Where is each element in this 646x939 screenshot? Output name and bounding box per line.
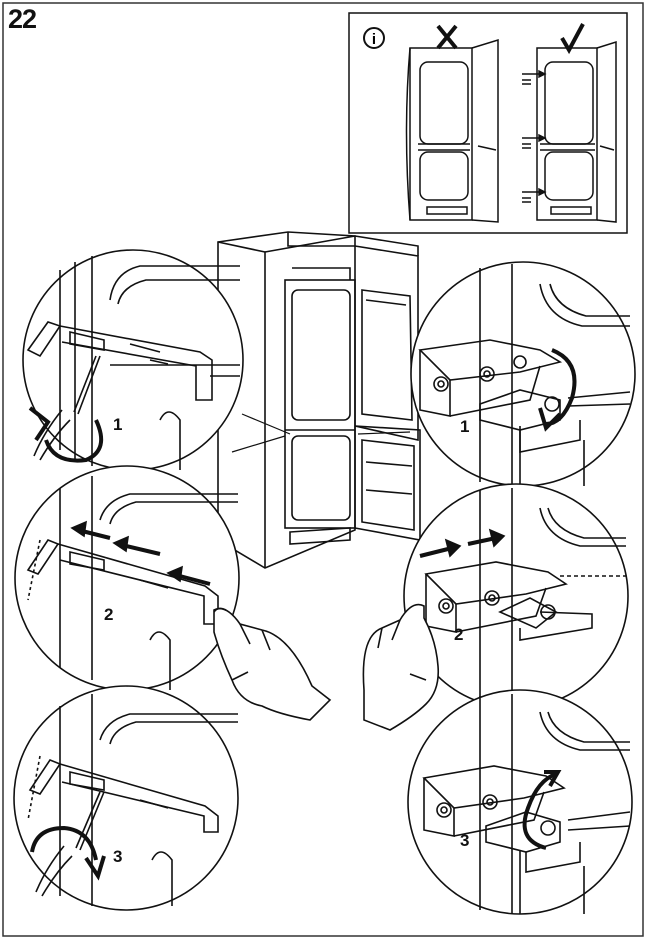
callout-lines <box>231 413 411 453</box>
right-detail-3 <box>407 689 633 915</box>
left-detail-1 <box>22 249 244 471</box>
left-detail-3 <box>13 685 239 911</box>
hand-pointing-right <box>362 603 440 731</box>
left-step-label-2: 2 <box>104 605 113 624</box>
left-step-label-3: 3 <box>113 847 122 866</box>
check-icon <box>560 23 585 55</box>
alignment-arrows <box>522 69 547 203</box>
cabinet-with-fridge <box>217 231 421 569</box>
left-detail-2 <box>14 465 240 691</box>
right-step-label-2: 2 <box>454 625 463 644</box>
left-step-label-1: 1 <box>113 415 122 434</box>
fridge-wrong-installation <box>405 38 499 223</box>
step-number: 22 <box>8 4 37 34</box>
right-step-label-1: 1 <box>460 417 469 436</box>
info-box: i <box>348 12 628 234</box>
info-icon: i <box>363 27 385 49</box>
right-detail-1 <box>410 261 636 487</box>
right-step-label-3: 3 <box>460 831 469 850</box>
hand-pointing-left <box>213 607 332 721</box>
cross-icon <box>436 24 458 50</box>
right-detail-2 <box>403 483 629 709</box>
svg-text:i: i <box>372 31 376 48</box>
